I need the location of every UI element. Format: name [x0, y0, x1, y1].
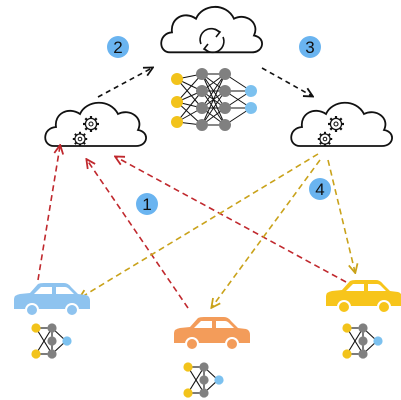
- gear-icon: [71, 130, 89, 148]
- step-badge-2: 2: [107, 36, 129, 58]
- cloud-sync-icon: [160, 5, 264, 54]
- neural-network-icon: [171, 68, 257, 131]
- server-cloud-top: [160, 5, 264, 54]
- arrow-yellow-car-upload: [116, 157, 347, 283]
- step-badge-4: 4: [309, 178, 331, 200]
- car-icon: [14, 283, 90, 317]
- edge-cloud-left: [44, 101, 147, 148]
- arrow-server-to-edge: [261, 67, 312, 96]
- car-yellow: [326, 280, 401, 314]
- arrow-orange-car-upload: [87, 160, 189, 309]
- car-icon: [174, 317, 250, 351]
- upload-arrows: [37, 146, 347, 309]
- svg-text:3: 3: [305, 38, 314, 57]
- gear-icon: [81, 114, 101, 134]
- neural-network-icon-blue-car: [30, 322, 73, 360]
- gear-icon: [326, 114, 346, 134]
- step-badge-3: 3: [299, 36, 321, 58]
- svg-text:2: 2: [113, 38, 122, 57]
- car-icon: [326, 280, 401, 314]
- arrow-blue-car-upload: [37, 146, 60, 281]
- svg-text:4: 4: [315, 180, 324, 199]
- sync-arrows-icon: [199, 27, 225, 54]
- arrow-orange-car-download: [212, 159, 321, 307]
- edge-cloud-right: [290, 101, 393, 148]
- step-badge-1: 1: [136, 193, 158, 215]
- neural-network-icon-orange-car: [182, 361, 225, 399]
- arrow-yellow-car-download: [327, 159, 355, 272]
- download-arrows: [80, 153, 355, 307]
- car-blue: [14, 283, 90, 317]
- svg-text:1: 1: [142, 195, 151, 214]
- gear-icon: [316, 130, 334, 148]
- arrow-blue-car-download: [80, 153, 319, 298]
- arrow-edge-to-server: [97, 68, 152, 98]
- car-orange: [174, 317, 250, 351]
- neural-network-icon-yellow-car: [341, 322, 384, 360]
